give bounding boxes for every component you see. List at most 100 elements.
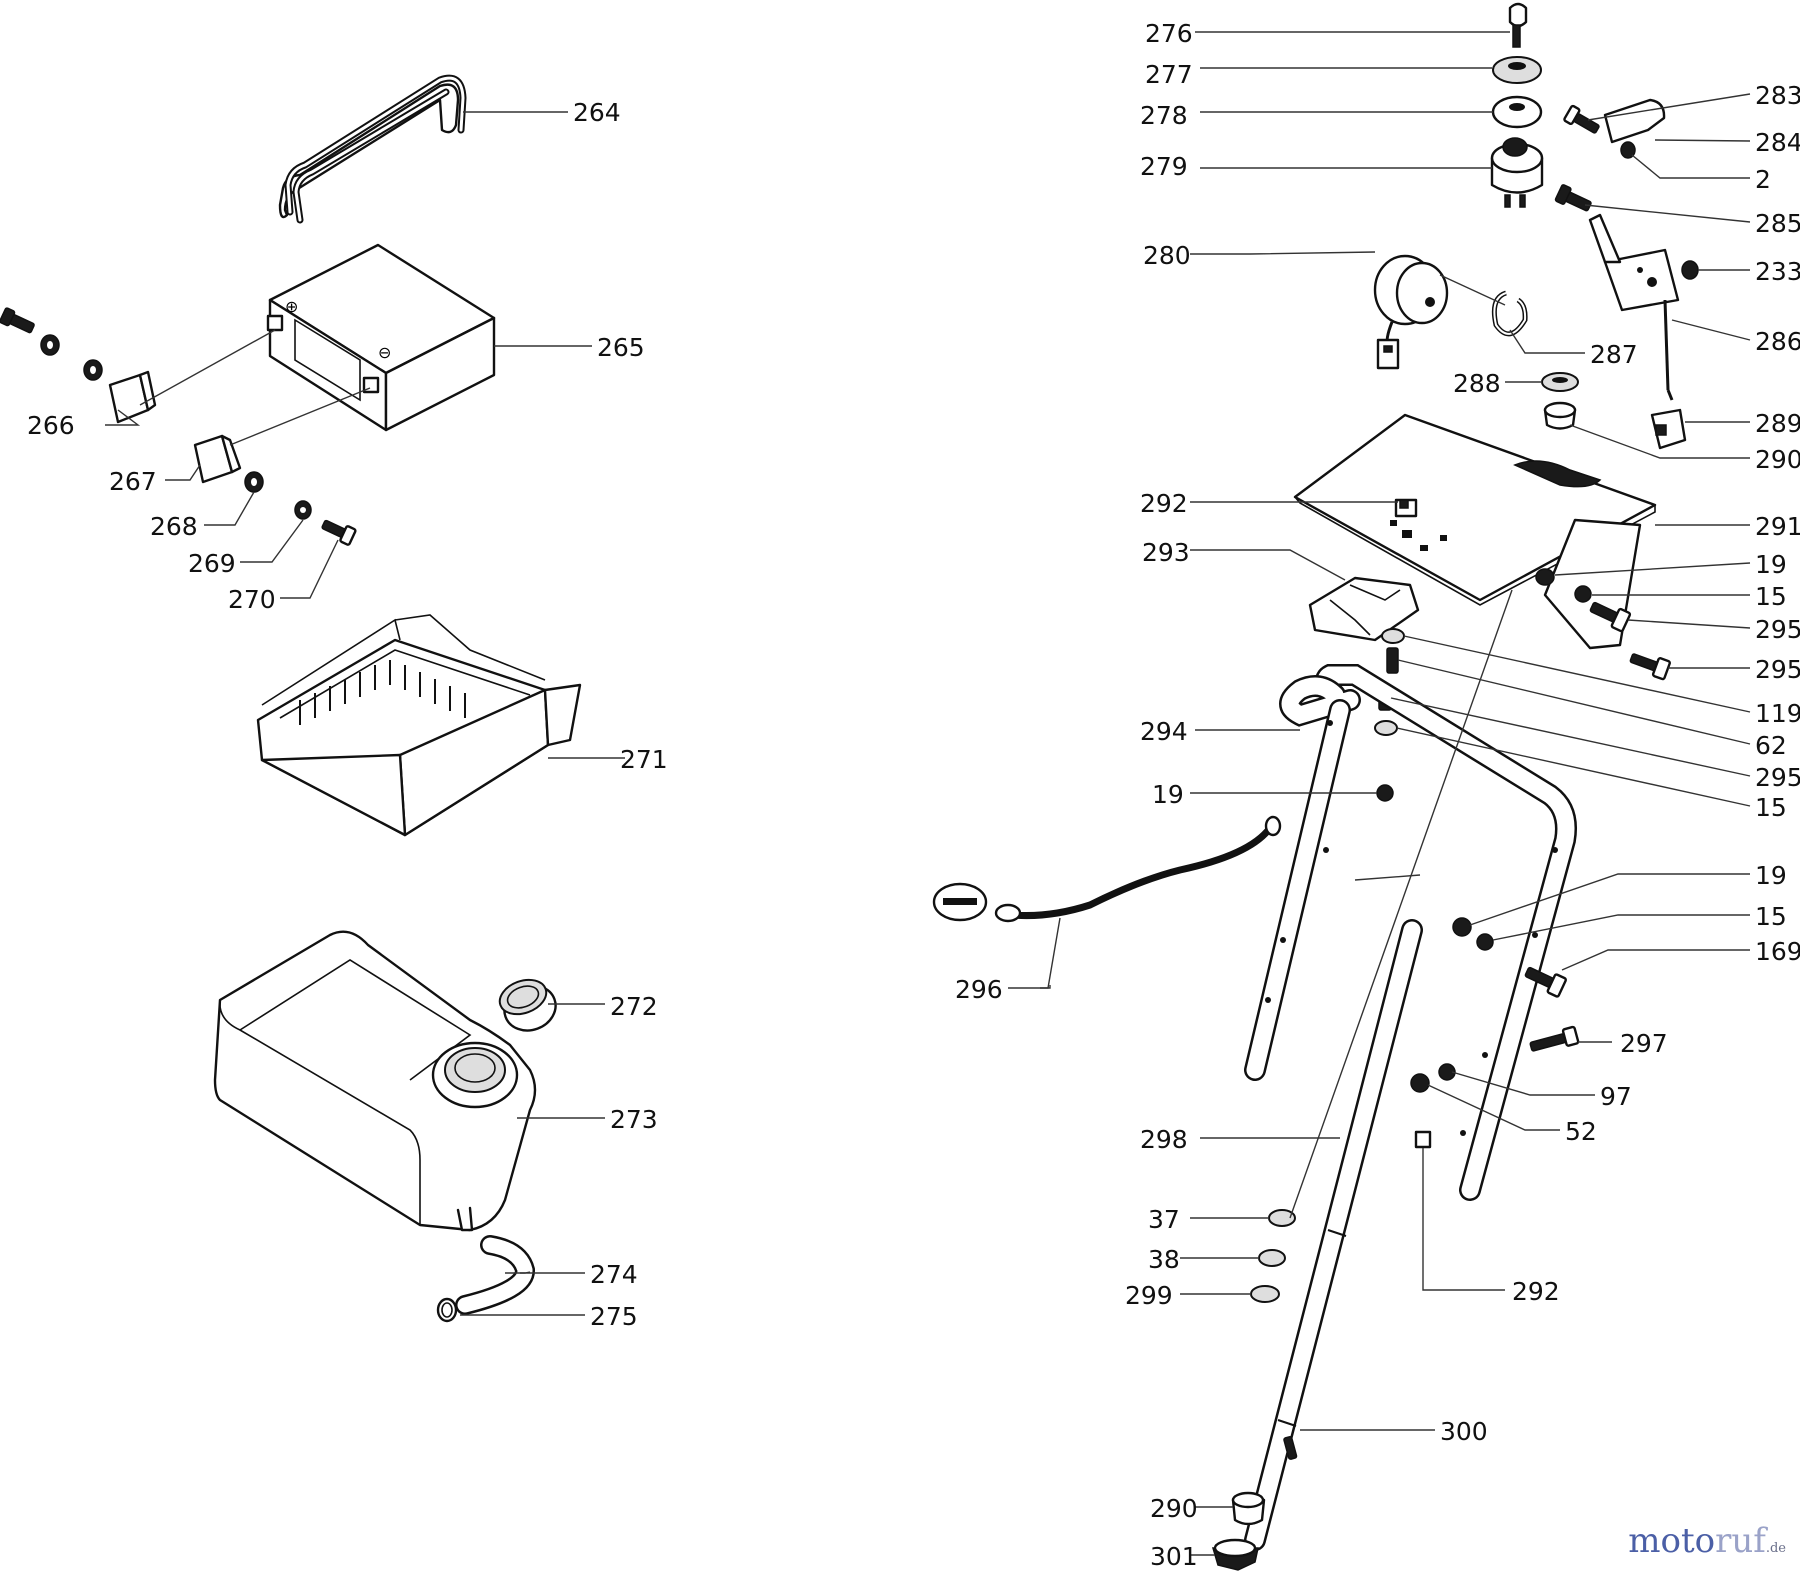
watermark-part2: ruf: [1715, 1521, 1766, 1561]
label-277: 277: [1145, 60, 1193, 89]
hose-clamp: [436, 1297, 458, 1323]
washer-119: [1381, 628, 1405, 644]
label-278: 278: [1140, 101, 1188, 130]
label-275: 275: [590, 1302, 638, 1331]
switch-bezel: [1491, 95, 1543, 129]
label-267: 267: [109, 467, 157, 496]
label-97: 97: [1600, 1082, 1632, 1111]
label-299: 299: [1125, 1281, 1173, 1310]
choke-control: [1563, 98, 1666, 159]
label-291: 291: [1755, 512, 1800, 541]
terminal-bolt: [321, 519, 357, 546]
handle-frame: [1244, 664, 1577, 1201]
label-300: 300: [1440, 1417, 1488, 1446]
cable-guide: [1308, 576, 1420, 642]
washer-97: [1438, 1063, 1456, 1081]
bolt-295-a: [1589, 601, 1632, 633]
label-62: 62: [1755, 731, 1787, 760]
clip-292-lower: [1414, 1130, 1432, 1149]
label-290-bottom: 290: [1150, 1494, 1198, 1523]
label-288: 288: [1453, 369, 1501, 398]
label-286: 286: [1755, 327, 1800, 356]
part-labels: 264 265 266 267 268 269 270 271 272 273 …: [27, 19, 1800, 1571]
circlip-37: [1268, 1209, 1296, 1227]
washer-15-lower: [1476, 933, 1494, 951]
label-15-a: 15: [1755, 582, 1787, 611]
terminal-cover: [193, 434, 242, 484]
bushing-288: [1541, 372, 1579, 392]
label-298: 298: [1140, 1125, 1188, 1154]
fuel-tank: [213, 930, 537, 1232]
bolt-297: [1529, 1025, 1580, 1052]
label-37: 37: [1148, 1205, 1180, 1234]
label-294: 294: [1140, 717, 1188, 746]
label-19-b: 19: [1152, 780, 1184, 809]
ground-cable: [932, 815, 1282, 923]
terminal-hardware-left: [0, 307, 157, 424]
throttle-bracket: [1588, 213, 1680, 401]
label-266: 266: [27, 411, 75, 440]
label-285: 285: [1755, 209, 1800, 238]
label-38: 38: [1148, 1245, 1180, 1274]
label-169: 169: [1755, 937, 1800, 966]
screw-62: [1386, 647, 1399, 674]
label-19-a: 19: [1755, 550, 1787, 579]
nut-19-mid: [1376, 784, 1394, 802]
label-268: 268: [150, 512, 198, 541]
battery-minus-symbol: ⊖: [378, 343, 391, 362]
label-280: 280: [1143, 241, 1191, 270]
battery-tray: [256, 614, 582, 837]
fuel-cap: [498, 978, 557, 1032]
label-276: 276: [1145, 19, 1193, 48]
label-279: 279: [1140, 152, 1188, 181]
label-292-top: 292: [1140, 489, 1188, 518]
hour-meter: [1373, 254, 1449, 370]
label-233: 233: [1755, 257, 1800, 286]
label-15-c: 15: [1755, 902, 1787, 931]
mount-bolt: [1554, 184, 1592, 212]
key-nut: [1492, 56, 1542, 84]
label-2: 2: [1755, 165, 1771, 194]
watermark-logo: motoruf.de: [1628, 1521, 1786, 1561]
washer-299: [1250, 1285, 1280, 1303]
label-296: 296: [955, 975, 1003, 1004]
label-295-b: 295: [1755, 655, 1800, 684]
battery: ⊕ ⊖: [266, 243, 496, 432]
label-15-b: 15: [1755, 793, 1787, 822]
nut-52: [1410, 1073, 1430, 1093]
label-273: 273: [610, 1105, 658, 1134]
bolt-169: [1524, 966, 1567, 998]
label-301: 301: [1150, 1542, 1198, 1571]
panel-clip-top: [1394, 498, 1418, 518]
nut-19-lower: [1452, 917, 1472, 937]
ignition-switch: [1490, 137, 1544, 208]
battery-strap: [278, 74, 467, 224]
label-295-a: 295: [1755, 615, 1800, 644]
leader-lines: [105, 31, 1751, 1556]
label-119: 119: [1755, 699, 1800, 728]
label-52: 52: [1565, 1117, 1597, 1146]
bushing-290-top: [1543, 401, 1577, 430]
fuel-hose: [455, 1235, 535, 1315]
label-283: 283: [1755, 81, 1800, 110]
pin-300: [1283, 1436, 1298, 1460]
label-297: 297: [1620, 1029, 1668, 1058]
watermark-part1: moto: [1628, 1521, 1716, 1561]
label-269: 269: [188, 549, 236, 578]
label-19-c: 19: [1755, 861, 1787, 890]
label-287: 287: [1590, 340, 1638, 369]
label-290-top: 290: [1755, 445, 1800, 474]
nut-19-top: [1535, 568, 1555, 586]
label-295-c: 295: [1755, 763, 1800, 792]
battery-plus-symbol: ⊕: [285, 297, 298, 316]
washer-15-mid: [1374, 720, 1398, 736]
pinion-gear-301: [1211, 1538, 1259, 1571]
cable-clamp: [1650, 408, 1687, 450]
label-270: 270: [228, 585, 276, 614]
label-265: 265: [597, 333, 645, 362]
washer-15-top: [1574, 585, 1592, 603]
label-264: 264: [573, 98, 621, 127]
bolt-295-b: [1629, 653, 1671, 681]
label-293: 293: [1142, 538, 1190, 567]
